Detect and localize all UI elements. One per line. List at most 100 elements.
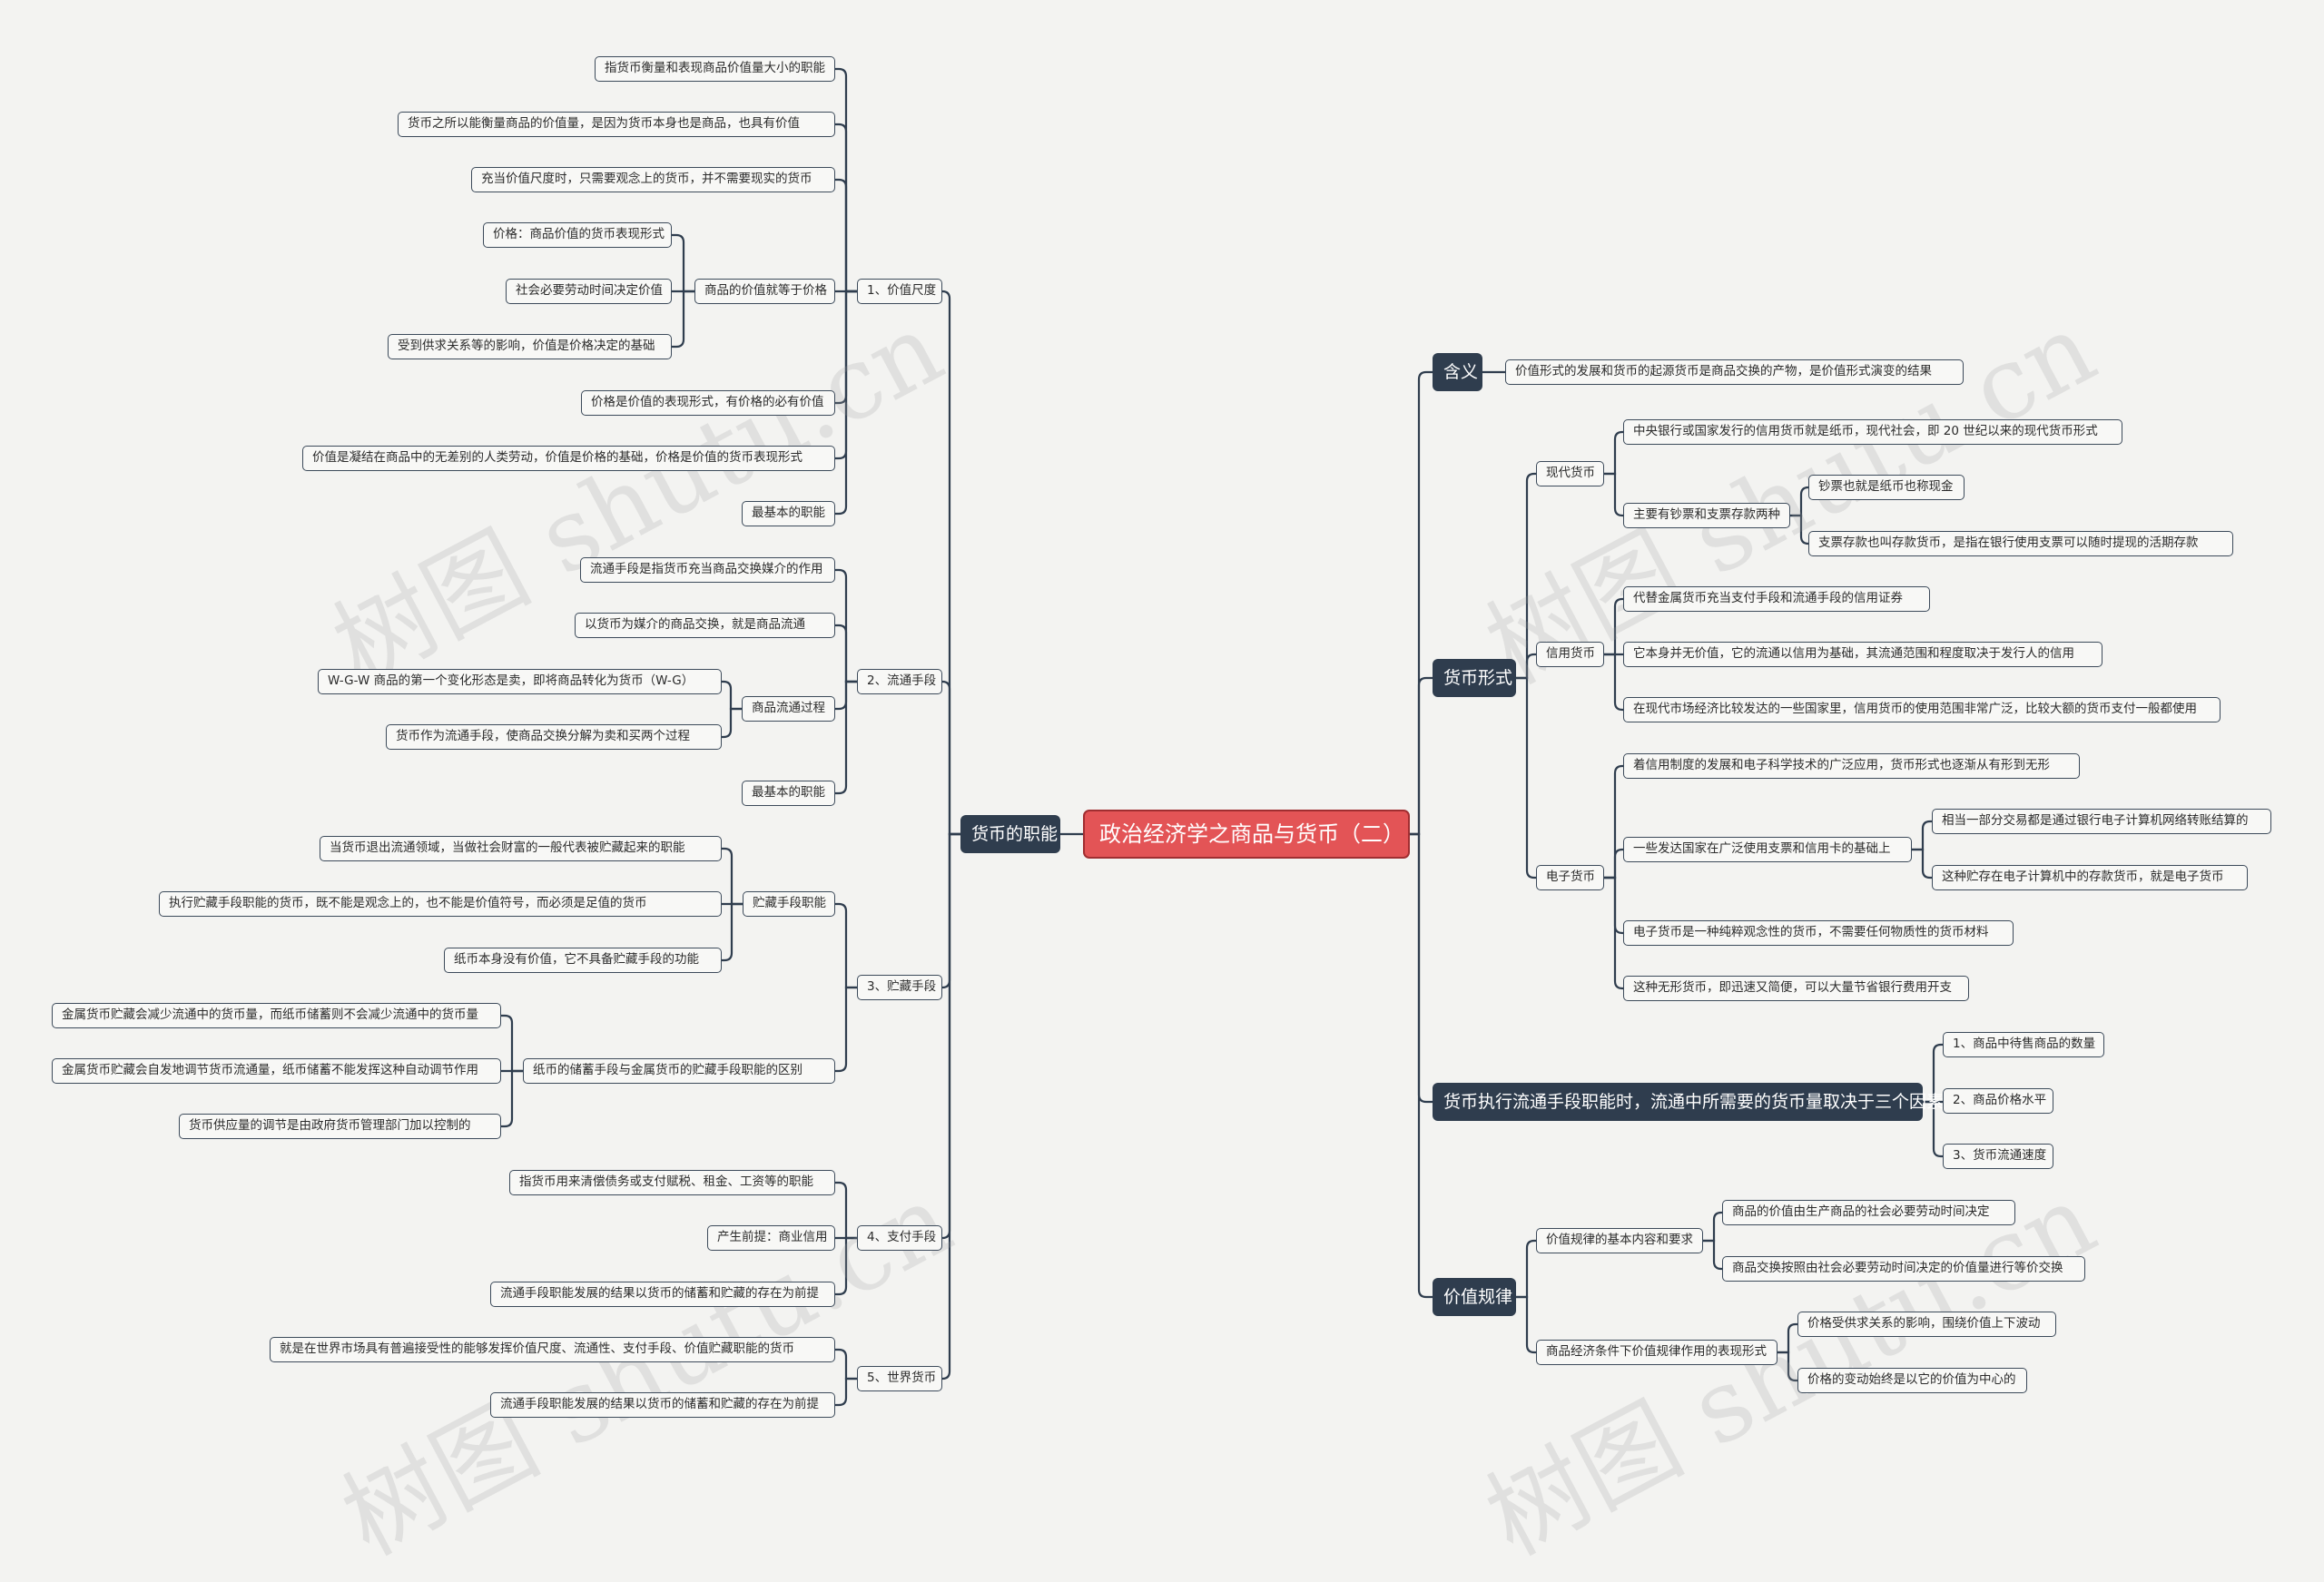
leaf-node[interactable]: 在现代市场经济比较发达的一些国家里，信用货币的使用范围非常广泛，比较大额的货币支… [1623, 697, 2221, 722]
leaf-node[interactable]: 商品的价值由生产商品的社会必要劳动时间决定 [1722, 1200, 2015, 1225]
connector-pay-pay1 [835, 1181, 857, 1240]
leaf-node[interactable]: 当货币退出流通领域，当做社会财富的一般代表被贮藏起来的职能 [320, 836, 722, 861]
leaf-node[interactable]: 价值是凝结在商品中的无差别的人类劳动，价值是价格的基础，价格是价值的货币表现形式 [302, 446, 835, 471]
connector-forms-credit [1516, 653, 1536, 680]
leaf-node[interactable]: 价格受供求关系的影响，围绕价值上下波动 [1797, 1312, 2056, 1337]
connector-modern-modern2 [1604, 472, 1623, 517]
connector-ecash-ecash1 [1604, 764, 1623, 879]
leaf-node[interactable]: 价格：商品价值的货币表现形式 [483, 222, 672, 248]
leaf-node[interactable]: W-G-W 商品的第一个变化形态是卖，即将商品转化为货币（W-G） [318, 669, 722, 694]
connector-world-world1 [835, 1348, 857, 1381]
leaf-node[interactable]: 社会必要劳动时间决定价值 [506, 279, 672, 304]
connector-three-three3 [1923, 1100, 1943, 1158]
sub-world-money[interactable]: 5、世界货币 [857, 1366, 942, 1391]
leaf-node[interactable]: 价格是价值的表现形式，有价格的必有价值 [581, 390, 835, 416]
connector-law-law2 [1516, 1295, 1536, 1354]
connector-credit-credit3 [1604, 653, 1623, 712]
connector-func-circ [941, 680, 960, 836]
connector-pay-pay3 [835, 1236, 857, 1296]
connector-stor-stor2 [835, 986, 857, 1073]
connector-three-three1 [1923, 1043, 1943, 1104]
leaf-node[interactable]: 商品的价值就等于价格 [694, 279, 835, 304]
leaf-node[interactable]: 价值规律的基本内容和要求 [1536, 1228, 1703, 1253]
branch-money-functions[interactable]: 货币的职能 [960, 815, 1060, 853]
leaf-node[interactable]: 以货币为媒介的商品交换，就是商品流通 [575, 613, 835, 638]
leaf-node[interactable]: 信用货币 [1536, 642, 1604, 667]
leaf-node[interactable]: 商品交换按照由社会必要劳动时间决定的价值量进行等价交换 [1722, 1256, 2085, 1282]
leaf-node[interactable]: 2、商品价格水平 [1943, 1088, 2053, 1114]
leaf-node[interactable]: 充当价值尺度时，只需要观念上的货币，并不需要现实的货币 [471, 167, 835, 192]
branch-meaning[interactable]: 含义 [1433, 353, 1482, 391]
leaf-node[interactable]: 流通手段职能发展的结果以货币的储蓄和贮藏的存在为前提 [490, 1392, 835, 1418]
leaf-node[interactable]: 金属货币贮藏会自发地调节货币流通量，纸币储蓄不能发挥这种自动调节作用 [52, 1058, 501, 1084]
leaf-node[interactable]: 支票存款也叫存款货币，是指在银行使用支票可以随时提现的活期存款 [1808, 531, 2233, 556]
connector-modern2-modern2b [1790, 514, 1809, 545]
connector-modern2-modern2a [1790, 486, 1809, 517]
leaf-node[interactable]: 相当一部分交易都是通过银行电子计算机网络转账结算的 [1932, 809, 2271, 834]
leaf-node[interactable]: 中央银行或国家发行的信用货币就是纸币，现代社会，即 20 世纪以来的现代货币形式 [1623, 419, 2122, 445]
sub-value-scale[interactable]: 1、价值尺度 [857, 279, 942, 304]
connector-vs-vs7 [835, 290, 857, 516]
connector-circ-circ1 [835, 568, 857, 683]
leaf-node[interactable]: 代替金属货币充当支付手段和流通手段的信用证券 [1623, 586, 1930, 612]
sub-circulation[interactable]: 2、流通手段 [857, 669, 942, 694]
leaf-node[interactable]: 钞票也就是纸币也称现金 [1808, 475, 1965, 500]
leaf-node[interactable]: 价格的变动始终是以它的价值为中心的 [1797, 1368, 2027, 1393]
leaf-node[interactable]: 指货币衡量和表现商品价值量大小的职能 [595, 56, 835, 82]
connector-ecash-ecash4 [1604, 876, 1623, 990]
connector-func-stor [941, 832, 960, 989]
connector-vs4-vs4a [672, 233, 694, 293]
root-node[interactable]: 政治经济学之商品与货币（二） [1083, 810, 1410, 859]
leaf-node[interactable]: 货币之所以能衡量商品的价值量，是因为货币本身也是商品，也具有价值 [398, 112, 835, 137]
connector-func-vs [941, 290, 960, 836]
leaf-node[interactable]: 主要有钞票和支票存款两种 [1623, 503, 1790, 528]
leaf-node[interactable]: 它本身并无价值，它的流通以信用为基础，其流通范围和程度取决于发行人的信用 [1623, 642, 2102, 667]
connector-stor1-stor1c [722, 902, 743, 962]
leaf-node[interactable]: 价值形式的发展和货币的起源货币是商品交换的产物，是价值形式演变的结果 [1505, 359, 1964, 385]
connector-root-law [1410, 832, 1433, 1299]
leaf-node[interactable]: 贮藏手段职能 [743, 891, 835, 917]
leaf-node[interactable]: 纸币的储蓄手段与金属货币的贮藏手段职能的区别 [523, 1058, 835, 1084]
connector-law1-law1a [1703, 1211, 1722, 1243]
connector-circ3-circ3b [722, 707, 742, 739]
connector-ecash2-ecash2a [1912, 820, 1932, 851]
leaf-node[interactable]: 金属货币贮藏会减少流通中的货币量，而纸币储蓄则不会减少流通中的货币量 [52, 1003, 501, 1028]
leaf-node[interactable]: 产生前提：商业信用 [707, 1225, 835, 1251]
leaf-node[interactable]: 受到供求关系等的影响，价值是价格决定的基础 [388, 334, 672, 359]
leaf-node[interactable]: 货币作为流通手段，使商品交换分解为卖和买两个过程 [386, 724, 722, 750]
branch-money-forms[interactable]: 货币形式 [1433, 659, 1516, 697]
leaf-node[interactable]: 1、商品中待售商品的数量 [1943, 1032, 2104, 1057]
leaf-node[interactable]: 最基本的职能 [742, 781, 835, 806]
connector-ecash-ecash2 [1604, 848, 1623, 879]
leaf-node[interactable]: 电子货币是一种纯粹观念性的货币，不需要任何物质性的货币材料 [1623, 920, 2014, 946]
sub-payment[interactable]: 4、支付手段 [857, 1225, 942, 1251]
leaf-node[interactable]: 商品流通过程 [742, 696, 835, 722]
leaf-node[interactable]: 着信用制度的发展和电子科学技术的广泛应用，货币形式也逐渐从有形到无形 [1623, 753, 2080, 779]
connector-func-world [941, 832, 960, 1381]
leaf-node[interactable]: 现代货币 [1536, 461, 1604, 486]
leaf-node[interactable]: 流通手段职能发展的结果以货币的储蓄和贮藏的存在为前提 [490, 1282, 835, 1307]
leaf-node[interactable]: 这种贮存在电子计算机中的存款货币，就是电子货币 [1932, 865, 2248, 890]
connector-law-law1 [1516, 1239, 1536, 1299]
leaf-node[interactable]: 纸币本身没有价值，它不具备贮藏手段的功能 [444, 948, 722, 973]
leaf-node[interactable]: 商品经济条件下价值规律作用的表现形式 [1536, 1340, 1777, 1365]
leaf-node[interactable]: 就是在世界市场具有普遍接受性的能够发挥价值尺度、流通性、支付手段、价值贮藏职能的… [270, 1337, 835, 1362]
branch-three-factors[interactable]: 货币执行流通手段职能时，流通中所需要的货币量取决于三个因素 [1433, 1083, 1944, 1121]
sub-storage[interactable]: 3、贮藏手段 [857, 975, 942, 1000]
leaf-node[interactable]: 流通手段是指货币充当商品交换媒介的作用 [580, 557, 835, 583]
leaf-node[interactable]: 电子货币 [1536, 865, 1604, 890]
connector-circ3-circ3a [722, 680, 742, 711]
leaf-node[interactable]: 货币供应量的调节是由政府货币管理部门加以控制的 [179, 1114, 501, 1139]
connector-root-forms [1410, 676, 1433, 836]
leaf-node[interactable]: 指货币用来清偿债务或支付赋税、租金、工资等的职能 [509, 1170, 835, 1195]
leaf-node[interactable]: 执行贮藏手段职能的货币，既不能是观念上的，也不能是价值符号，而必须是足值的货币 [159, 891, 722, 917]
branch-value-law[interactable]: 价值规律 [1433, 1278, 1516, 1316]
leaf-node[interactable]: 最基本的职能 [742, 501, 835, 526]
leaf-node[interactable]: 一些发达国家在广泛使用支票和信用卡的基础上 [1623, 837, 1912, 862]
connector-forms-modern [1516, 472, 1536, 680]
connector-law1-law1b [1703, 1239, 1722, 1271]
connector-root-three [1410, 832, 1433, 1104]
leaf-node[interactable]: 这种无形货币，即迅速又简便，可以大量节省银行费用开支 [1623, 976, 1969, 1001]
connector-vs-vs1 [835, 67, 857, 293]
leaf-node[interactable]: 3、货币流通速度 [1943, 1144, 2053, 1169]
